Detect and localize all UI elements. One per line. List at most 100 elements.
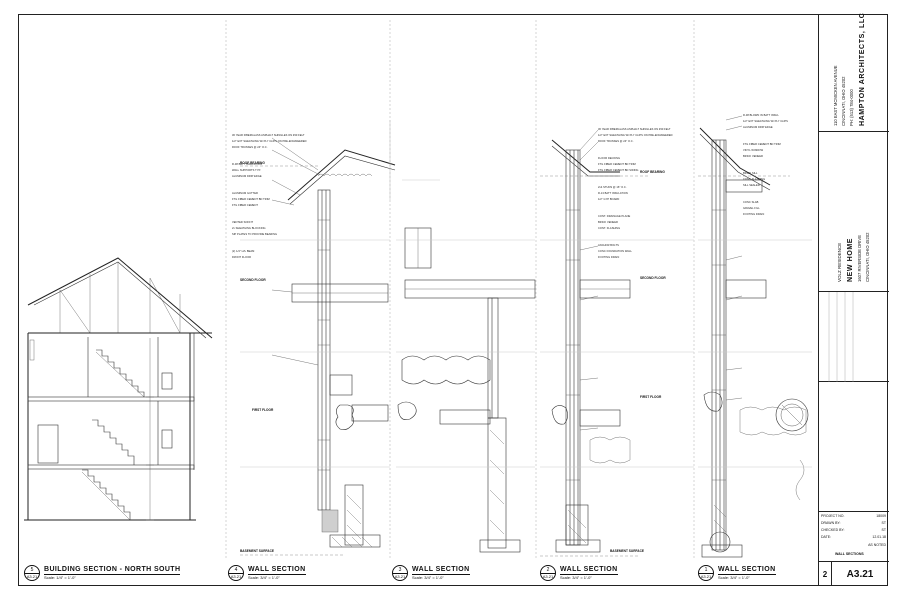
section-number: 2 [541, 567, 555, 574]
sheet-title: WALL SECTIONS [835, 552, 864, 556]
scale-status: AS NOTED [868, 543, 886, 547]
building-section [24, 257, 213, 521]
annotation-note: BRICK VENEER [743, 155, 763, 158]
level-first-floor-2: FIRST FLOOR [640, 395, 662, 399]
wall-section-3 [396, 179, 536, 553]
annotation-note: 1/2" GYP BOARD [598, 198, 620, 201]
section-title-5: 5 A3.21 BUILDING SECTION - NORTH SOUTH S… [24, 562, 181, 584]
title-block: HAMPTON ARCHITECTS, LLC PH: (513) 784-00… [818, 12, 889, 586]
annotation-note: FOOTING DRAIN [743, 213, 765, 216]
section-tag-1: 1 A3.21 [698, 565, 714, 581]
section-title-3: 3 A3.21 WALL SECTION Scale: 3/4" = 1'-0" [392, 562, 470, 584]
annotation-note: 30 YEAR FIBERGLASS ASPHALT SHINGLES ON #… [232, 134, 305, 137]
client-name: VOLZ RESIDENCE [837, 242, 842, 282]
section-title-text: BUILDING SECTION - NORTH SOUTH [44, 566, 181, 575]
wall-section-1 [698, 115, 812, 558]
revisions-cell [819, 292, 889, 382]
checked-by-label: CHECKED BY: [821, 528, 845, 532]
architect-seal [775, 398, 809, 432]
project-no-label: PROJECT NO. [821, 514, 845, 518]
section-sheet-ref: A3.21 [700, 573, 712, 579]
drawn-by-value: ST [881, 521, 886, 525]
annotation-note: GRAVEL FILL [743, 207, 760, 210]
firm-address-2: CINCINNATI, OHIO 45202 [841, 76, 846, 127]
annotation-note: FTG FIBER CEMENT BD TRIM [598, 163, 636, 166]
annotation-note: SIP PLATES TO PROVIDE BEARING [232, 233, 278, 236]
section-scale: Scale: 1/4" = 1'-0" [44, 575, 76, 580]
annotation-note: CONT. DRAINAGE PLANE [598, 215, 631, 218]
section-sheet-ref: A3.21 [26, 573, 38, 579]
annotation-note: FLOOR DECKING [598, 157, 621, 160]
notes-wall-section-2: 30 YEAR FIBERGLASS ASPHALT SHINGLES ON #… [598, 128, 673, 273]
annotation-note: 2x4 STUDS @ 16" O.C. [598, 186, 627, 189]
level-roof-bearing-4: ROOF BEARING [240, 161, 265, 165]
annotation-note: R-38 BLOWN IN BATT INSUL [743, 114, 779, 117]
annotation-note: (2) 1/4" LVL BEAM [232, 250, 255, 253]
section-scale: Scale: 3/4" = 1'-0" [560, 575, 592, 580]
section-tag-4: 4 A3.21 [228, 565, 244, 581]
sheet-border [18, 14, 888, 586]
annotation-note: 1/2" EXT SHEATHING W/ PLY CLIPS ON PRE-E… [232, 140, 307, 143]
wall-section-4 [240, 120, 396, 556]
section-title-text: WALL SECTION [248, 566, 306, 575]
section-scale: Scale: 3/4" = 1'-0" [248, 575, 280, 580]
section-tag-5: 5 A3.21 [24, 565, 40, 581]
section-sheet-ref: A3.21 [542, 573, 554, 579]
site-address-1: 1607 RIVERSIDE DRIVE [857, 234, 862, 282]
annotation-note: FTG FIBER CEMENT BD TRIM [743, 143, 781, 146]
level-second-floor-2: SECOND FLOOR [640, 276, 666, 280]
level-roof-bearing-2: ROOF BEARING [640, 170, 665, 174]
annotation-note: R-38 BATT INSULATION [232, 163, 262, 166]
sheet-number-cell: 2 A3.21 [819, 562, 889, 586]
checked-by-value: ST [881, 528, 886, 532]
annotation-note: ANCHOR BOLTS [598, 244, 619, 247]
annotation-note: FTG FIBER CEMENT BD TRIM [232, 198, 270, 201]
annotation-note: 1/2" EXT SHEATHING W/ PLY CLIPS ON PRE-E… [598, 134, 673, 137]
annotation-note: CONC FOUNDATION WALL [598, 250, 632, 253]
annotation-note: BRICK VENEER [598, 221, 618, 224]
annotation-note: FTG FIBER CEMENT [232, 204, 259, 207]
level-first-floor-4: FIRST FLOOR [252, 408, 274, 412]
annotation-note: CONT. FLASHING [743, 178, 766, 181]
annotation-note: VINYL WINDOW [743, 149, 764, 152]
section-tag-2: 2 A3.21 [540, 565, 556, 581]
annotation-note: FTG FIBER CEMENT BD SIDING [598, 169, 639, 172]
section-number: 1 [699, 567, 713, 574]
project-cell: VOLZ RESIDENCE NEW HOME 1607 RIVERSIDE D… [819, 132, 889, 292]
section-title-1: 1 A3.21 WALL SECTION Scale: 3/4" = 1'-0" [698, 562, 776, 584]
section-number: 4 [229, 567, 243, 574]
firm-name: HAMPTON ARCHITECTS, LLC [859, 12, 866, 126]
annotation-note: ROOF TRUSSES @ 24" O.C. [598, 140, 634, 143]
firm-cell: HAMPTON ARCHITECTS, LLC PH: (513) 784-00… [819, 12, 889, 132]
date-value: 12.01.18 [872, 535, 886, 539]
section-title-2: 2 A3.21 WALL SECTION Scale: 3/4" = 1'-0" [540, 562, 618, 584]
wall-section-2 [540, 129, 694, 557]
level-basement-2: BASEMENT SURFACE [610, 549, 645, 553]
firm-phone: PH: (513) 784-0000 [849, 89, 854, 126]
annotation-note: ROOF TRUSSES @ 24" O.C. [232, 146, 268, 149]
project-no-value: 18009 [876, 514, 886, 518]
annotation-note: 1/2" EXT SHEATHING W/ PLY CLIPS [743, 120, 788, 123]
section-tag-3: 3 A3.21 [392, 565, 408, 581]
seal-cell [819, 382, 889, 512]
level-second-floor-4: SECOND FLOOR [240, 278, 266, 282]
date-label: DATE: [821, 535, 832, 539]
level-basement-4: BASEMENT SURFACE [240, 549, 275, 553]
sheet-number: A3.21 [846, 568, 874, 580]
sheet-sequence: 2 [819, 562, 832, 586]
drawn-by-label: DRAWN BY: [821, 521, 841, 525]
section-scale: Scale: 3/4" = 1'-0" [718, 575, 750, 580]
annotation-note: FRONT FLOOR [232, 256, 252, 259]
section-scale: Scale: 3/4" = 1'-0" [412, 575, 444, 580]
annotation-note: 2x SHEATHING BLOCKING [232, 227, 266, 230]
site-address-2: CINCINNATI, OHIO 45202 [865, 232, 870, 283]
section-title-text: WALL SECTION [560, 566, 618, 575]
annotation-note: VENTED SOFFIT [232, 221, 254, 224]
annotation-note: ALUMINUM DRIP EDGE [743, 126, 773, 129]
firm-address-1: 110 EAST MCMICKEN AVENUE [833, 65, 838, 126]
annotation-note: BRICK SILL [743, 172, 758, 175]
annotation-note: R-13 BATT INSULATION [598, 192, 628, 195]
annotation-note: WALL SUPPORTS TYP. [232, 169, 261, 172]
